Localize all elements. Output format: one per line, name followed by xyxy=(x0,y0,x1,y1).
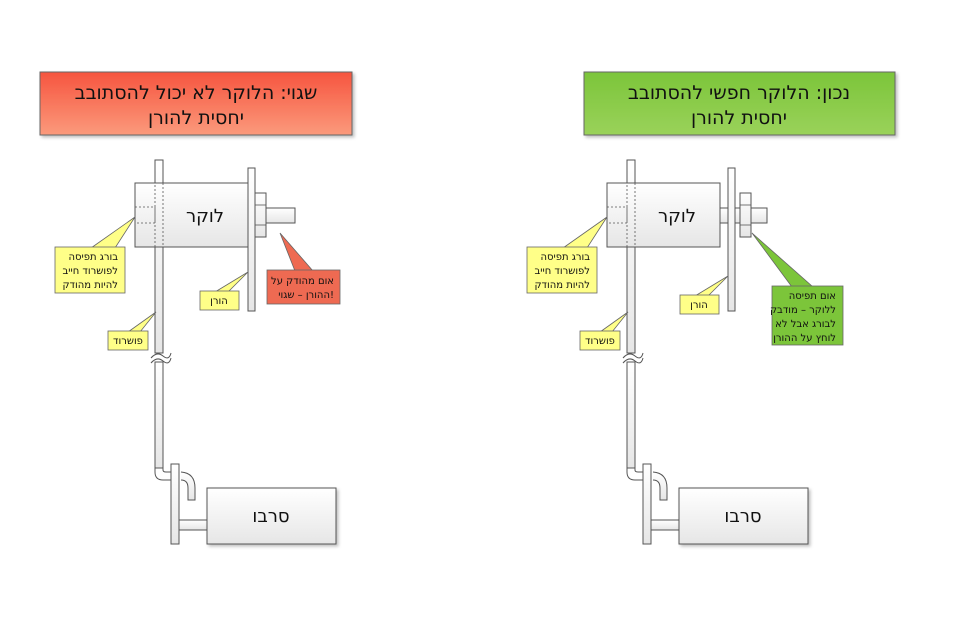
title-line2-wrong: יחסית להורן xyxy=(148,107,244,129)
title-box-wrong: שגוי: הלוקר לא יכול להסתובב יחסית להורן xyxy=(39,71,353,136)
locker: לוקר xyxy=(134,167,296,312)
note-nut-l1: אום תפיסה xyxy=(789,291,836,302)
note-screw-l3: להיות מהודק xyxy=(62,280,118,291)
servo: סרבו xyxy=(642,463,809,545)
panel-correct: נכון: הלוקר חפשי להסתובב יחסית להורן סרב… xyxy=(526,71,896,545)
note-screw-l3: להיות מהודק xyxy=(534,280,590,291)
note-nut-error: אום מהודק על ההורן – שגוי! xyxy=(266,232,341,305)
note-screw-l2: לפושרוד חייב xyxy=(62,266,118,277)
note-set-screw: בורג תפיסה לפושרוד חייב להיות מהודק xyxy=(54,216,136,294)
note-screw-l1: בורג תפיסה xyxy=(540,252,590,263)
locker: לוקר xyxy=(606,167,768,312)
note-screw-l1: בורג תפיסה xyxy=(68,252,118,263)
note-nut-l4: לוחץ על ההורן xyxy=(773,333,836,344)
note-pushrod-text: פושרוד xyxy=(113,336,143,347)
title-line2-correct: יחסית להורן xyxy=(691,107,787,129)
note-nut-l2: ללוקר – מודבק xyxy=(770,305,836,316)
note-pushrod: פושרוד xyxy=(107,311,157,351)
title-line1-wrong: שגוי: הלוקר לא יכול להסתובב xyxy=(75,82,318,104)
locker-label: לוקר xyxy=(658,206,696,227)
note-horn-text: הורן xyxy=(210,296,228,307)
note-pushrod: פושרוד xyxy=(579,311,629,351)
note-nut-l3: לבורג אבל לא xyxy=(775,319,836,330)
note-horn: הורן xyxy=(679,275,729,315)
horn-plate xyxy=(247,167,256,312)
note-nut-l2: ההורן – שגוי! xyxy=(278,290,334,301)
note-horn: הורן xyxy=(199,271,249,311)
note-pushrod-text: פושרוד xyxy=(585,336,615,347)
panel-wrong: שגוי: הלוקר לא יכול להסתובב יחסית להורן … xyxy=(39,71,353,545)
locker-label: לוקר xyxy=(186,206,224,227)
servo-label: סרבו xyxy=(252,506,289,527)
title-line1-correct: נכון: הלוקר חפשי להסתובב xyxy=(628,82,850,104)
note-nut-l1: אום מהודק על xyxy=(271,276,334,287)
pushrod xyxy=(622,159,668,501)
note-screw-l2: לפושרוד חייב xyxy=(534,266,590,277)
servo-label: סרבו xyxy=(724,506,761,527)
title-box-correct: נכון: הלוקר חפשי להסתובב יחסית להורן xyxy=(583,71,896,136)
horn-plate xyxy=(727,167,736,312)
pushrod xyxy=(150,159,196,501)
servo: סרבו xyxy=(170,463,337,545)
note-nut-correct: אום תפיסה ללוקר – מודבק לבורג אבל לא לוח… xyxy=(751,232,844,346)
note-horn-text: הורן xyxy=(690,300,708,311)
note-set-screw: בורג תפיסה לפושרוד חייב להיות מהודק xyxy=(526,216,608,294)
